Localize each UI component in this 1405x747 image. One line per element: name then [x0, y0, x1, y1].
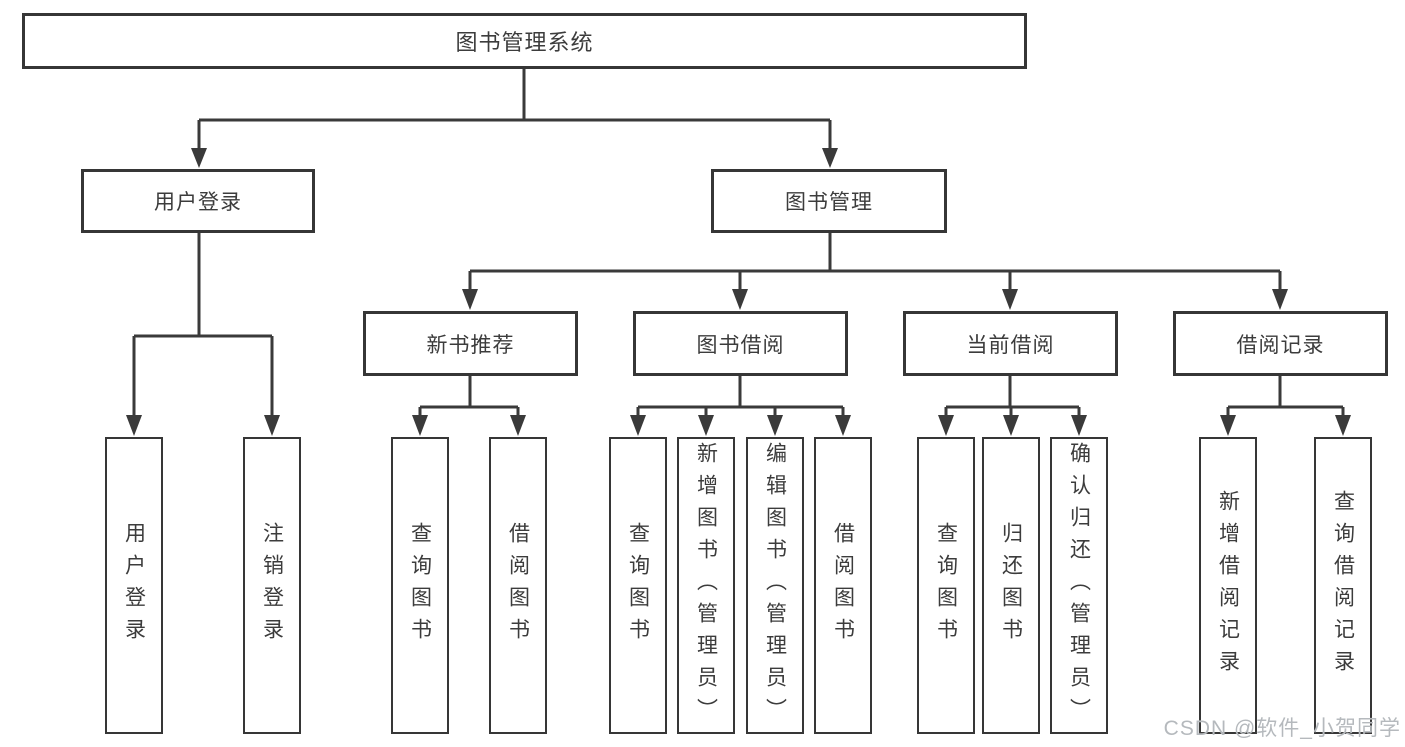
node-label: 图书管理系统 — [455, 30, 594, 55]
node-book-management: 图书管理 — [711, 169, 947, 233]
node-user-login: 用户登录 — [81, 169, 315, 233]
node-library-system: 图书管理系统 — [22, 13, 1027, 69]
leaf-add-borrow-record: 新增借阅记录 — [1199, 437, 1257, 734]
node-current-borrowing: 当前借阅 — [903, 311, 1118, 376]
leaf-label: 新增图书（管理员） — [694, 441, 718, 730]
leaf-label: 用户登录 — [122, 521, 146, 650]
leaf-confirm-return-admin: 确认归还（管理员） — [1050, 437, 1108, 734]
leaf-label: 查询借阅记录 — [1331, 489, 1355, 682]
leaf-query-book-current: 查询图书 — [917, 437, 975, 734]
leaf-edit-book-admin: 编辑图书（管理员） — [746, 437, 804, 734]
node-label: 图书借阅 — [696, 333, 785, 357]
leaf-borrow-book-borrowing: 借阅图书 — [814, 437, 872, 734]
leaf-label: 注销登录 — [260, 521, 284, 650]
leaf-label: 查询图书 — [626, 521, 650, 650]
leaf-label: 新增借阅记录 — [1216, 489, 1240, 682]
node-label: 图书管理 — [785, 191, 873, 214]
leaf-query-book-recommend: 查询图书 — [391, 437, 449, 734]
csdn-watermark: CSDN @软件_小贺同学 — [1163, 717, 1401, 740]
node-borrow-records: 借阅记录 — [1173, 311, 1388, 376]
node-label: 借阅记录 — [1236, 333, 1325, 357]
leaf-label: 查询图书 — [408, 521, 432, 650]
leaf-label: 借阅图书 — [831, 521, 855, 650]
leaf-logout-login: 注销登录 — [243, 437, 301, 734]
leaf-label: 归还图书 — [999, 521, 1023, 650]
node-label: 当前借阅 — [966, 333, 1055, 357]
leaf-label: 确认归还（管理员） — [1067, 441, 1091, 730]
leaf-add-book-admin: 新增图书（管理员） — [677, 437, 735, 734]
leaf-query-borrow-record: 查询借阅记录 — [1314, 437, 1372, 734]
node-book-borrowing: 图书借阅 — [633, 311, 848, 376]
leaf-return-book: 归还图书 — [982, 437, 1040, 734]
leaf-query-book-borrowing: 查询图书 — [609, 437, 667, 734]
leaf-label: 借阅图书 — [506, 521, 530, 650]
node-new-book-recommend: 新书推荐 — [363, 311, 578, 376]
leaf-borrow-book-recommend: 借阅图书 — [489, 437, 547, 734]
leaf-label: 查询图书 — [934, 521, 958, 650]
leaf-user-login: 用户登录 — [105, 437, 163, 734]
node-label: 用户登录 — [154, 191, 242, 214]
leaf-label: 编辑图书（管理员） — [763, 441, 787, 730]
node-label: 新书推荐 — [426, 333, 515, 357]
